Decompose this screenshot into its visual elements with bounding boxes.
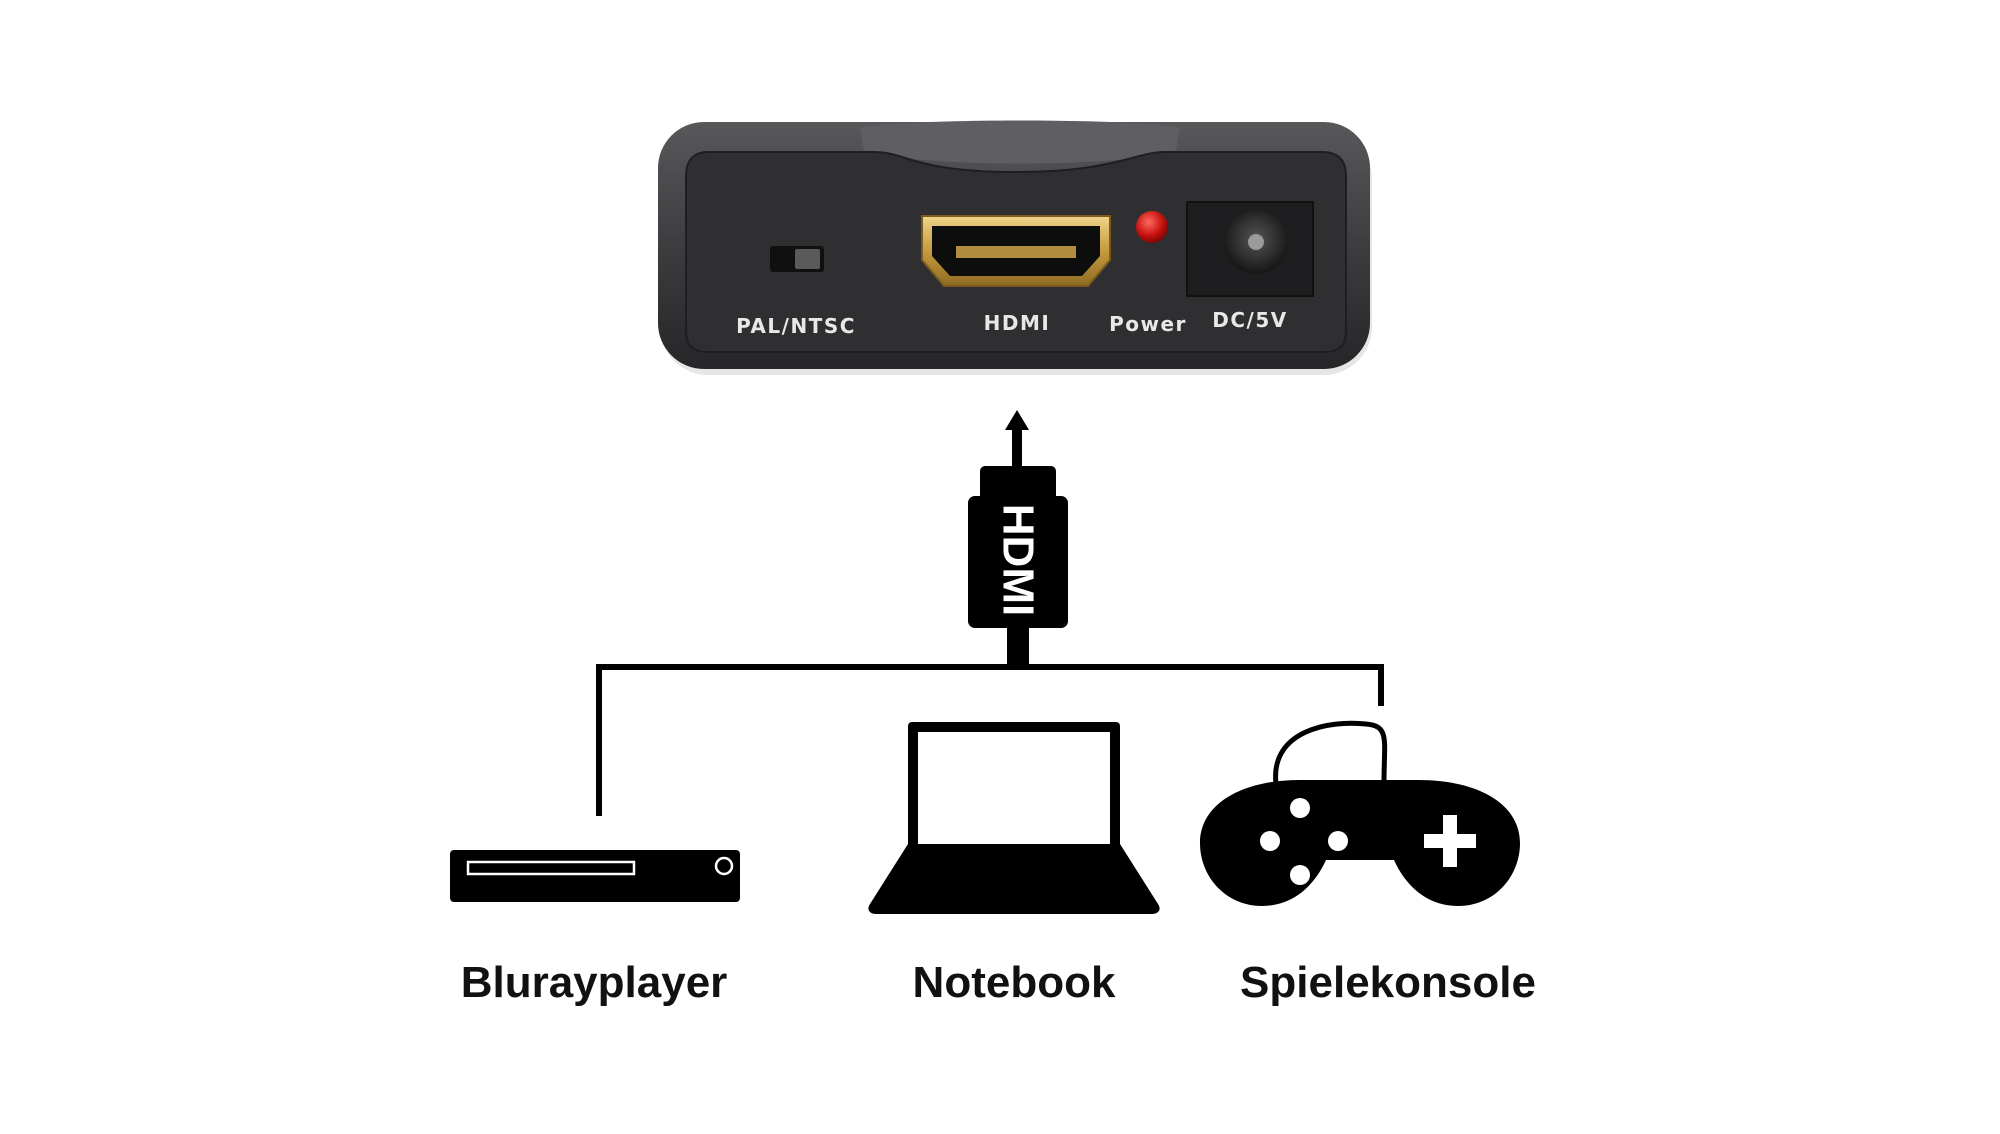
dc-input-label: DC/5V — [1212, 308, 1287, 332]
hdmi-converter-device: PAL/NTSC HDMI Power DC/5V — [658, 120, 1372, 375]
hdmi-cable: HDMI — [968, 410, 1068, 670]
device-top-hump — [860, 120, 1180, 164]
power-led-icon — [1136, 211, 1168, 243]
pal-ntsc-switch[interactable] — [770, 246, 824, 272]
gamepad-icon — [1200, 720, 1520, 906]
dc-jack-pin — [1248, 234, 1264, 250]
horizontal-bus — [596, 664, 1384, 670]
distribution-lines — [596, 664, 1384, 816]
hdmi-port-label: HDMI — [984, 311, 1051, 335]
hdmi-port — [921, 215, 1111, 287]
branch-console — [1378, 664, 1384, 706]
switch-knob — [795, 249, 820, 269]
hdmi-plug-body — [968, 496, 1068, 628]
arrow-shaft — [1012, 426, 1022, 472]
caption-bluray: Blurayplayer — [461, 958, 728, 1007]
notebook-icon — [868, 722, 1160, 914]
up-arrow-icon — [1005, 410, 1029, 430]
switch-label: PAL/NTSC — [736, 314, 856, 338]
power-label: Power — [1109, 312, 1187, 336]
bluray-player-icon — [450, 850, 740, 902]
hdmi-port-pins — [956, 246, 1076, 258]
caption-console: Spielekonsole — [1240, 958, 1536, 1007]
cable-wire — [1007, 626, 1029, 670]
cable-label: HDMI — [994, 504, 1043, 616]
branch-bluray — [596, 664, 602, 816]
hdmi-plug-head — [980, 466, 1056, 502]
caption-notebook: Notebook — [913, 958, 1116, 1007]
dc-jack — [1186, 201, 1314, 297]
